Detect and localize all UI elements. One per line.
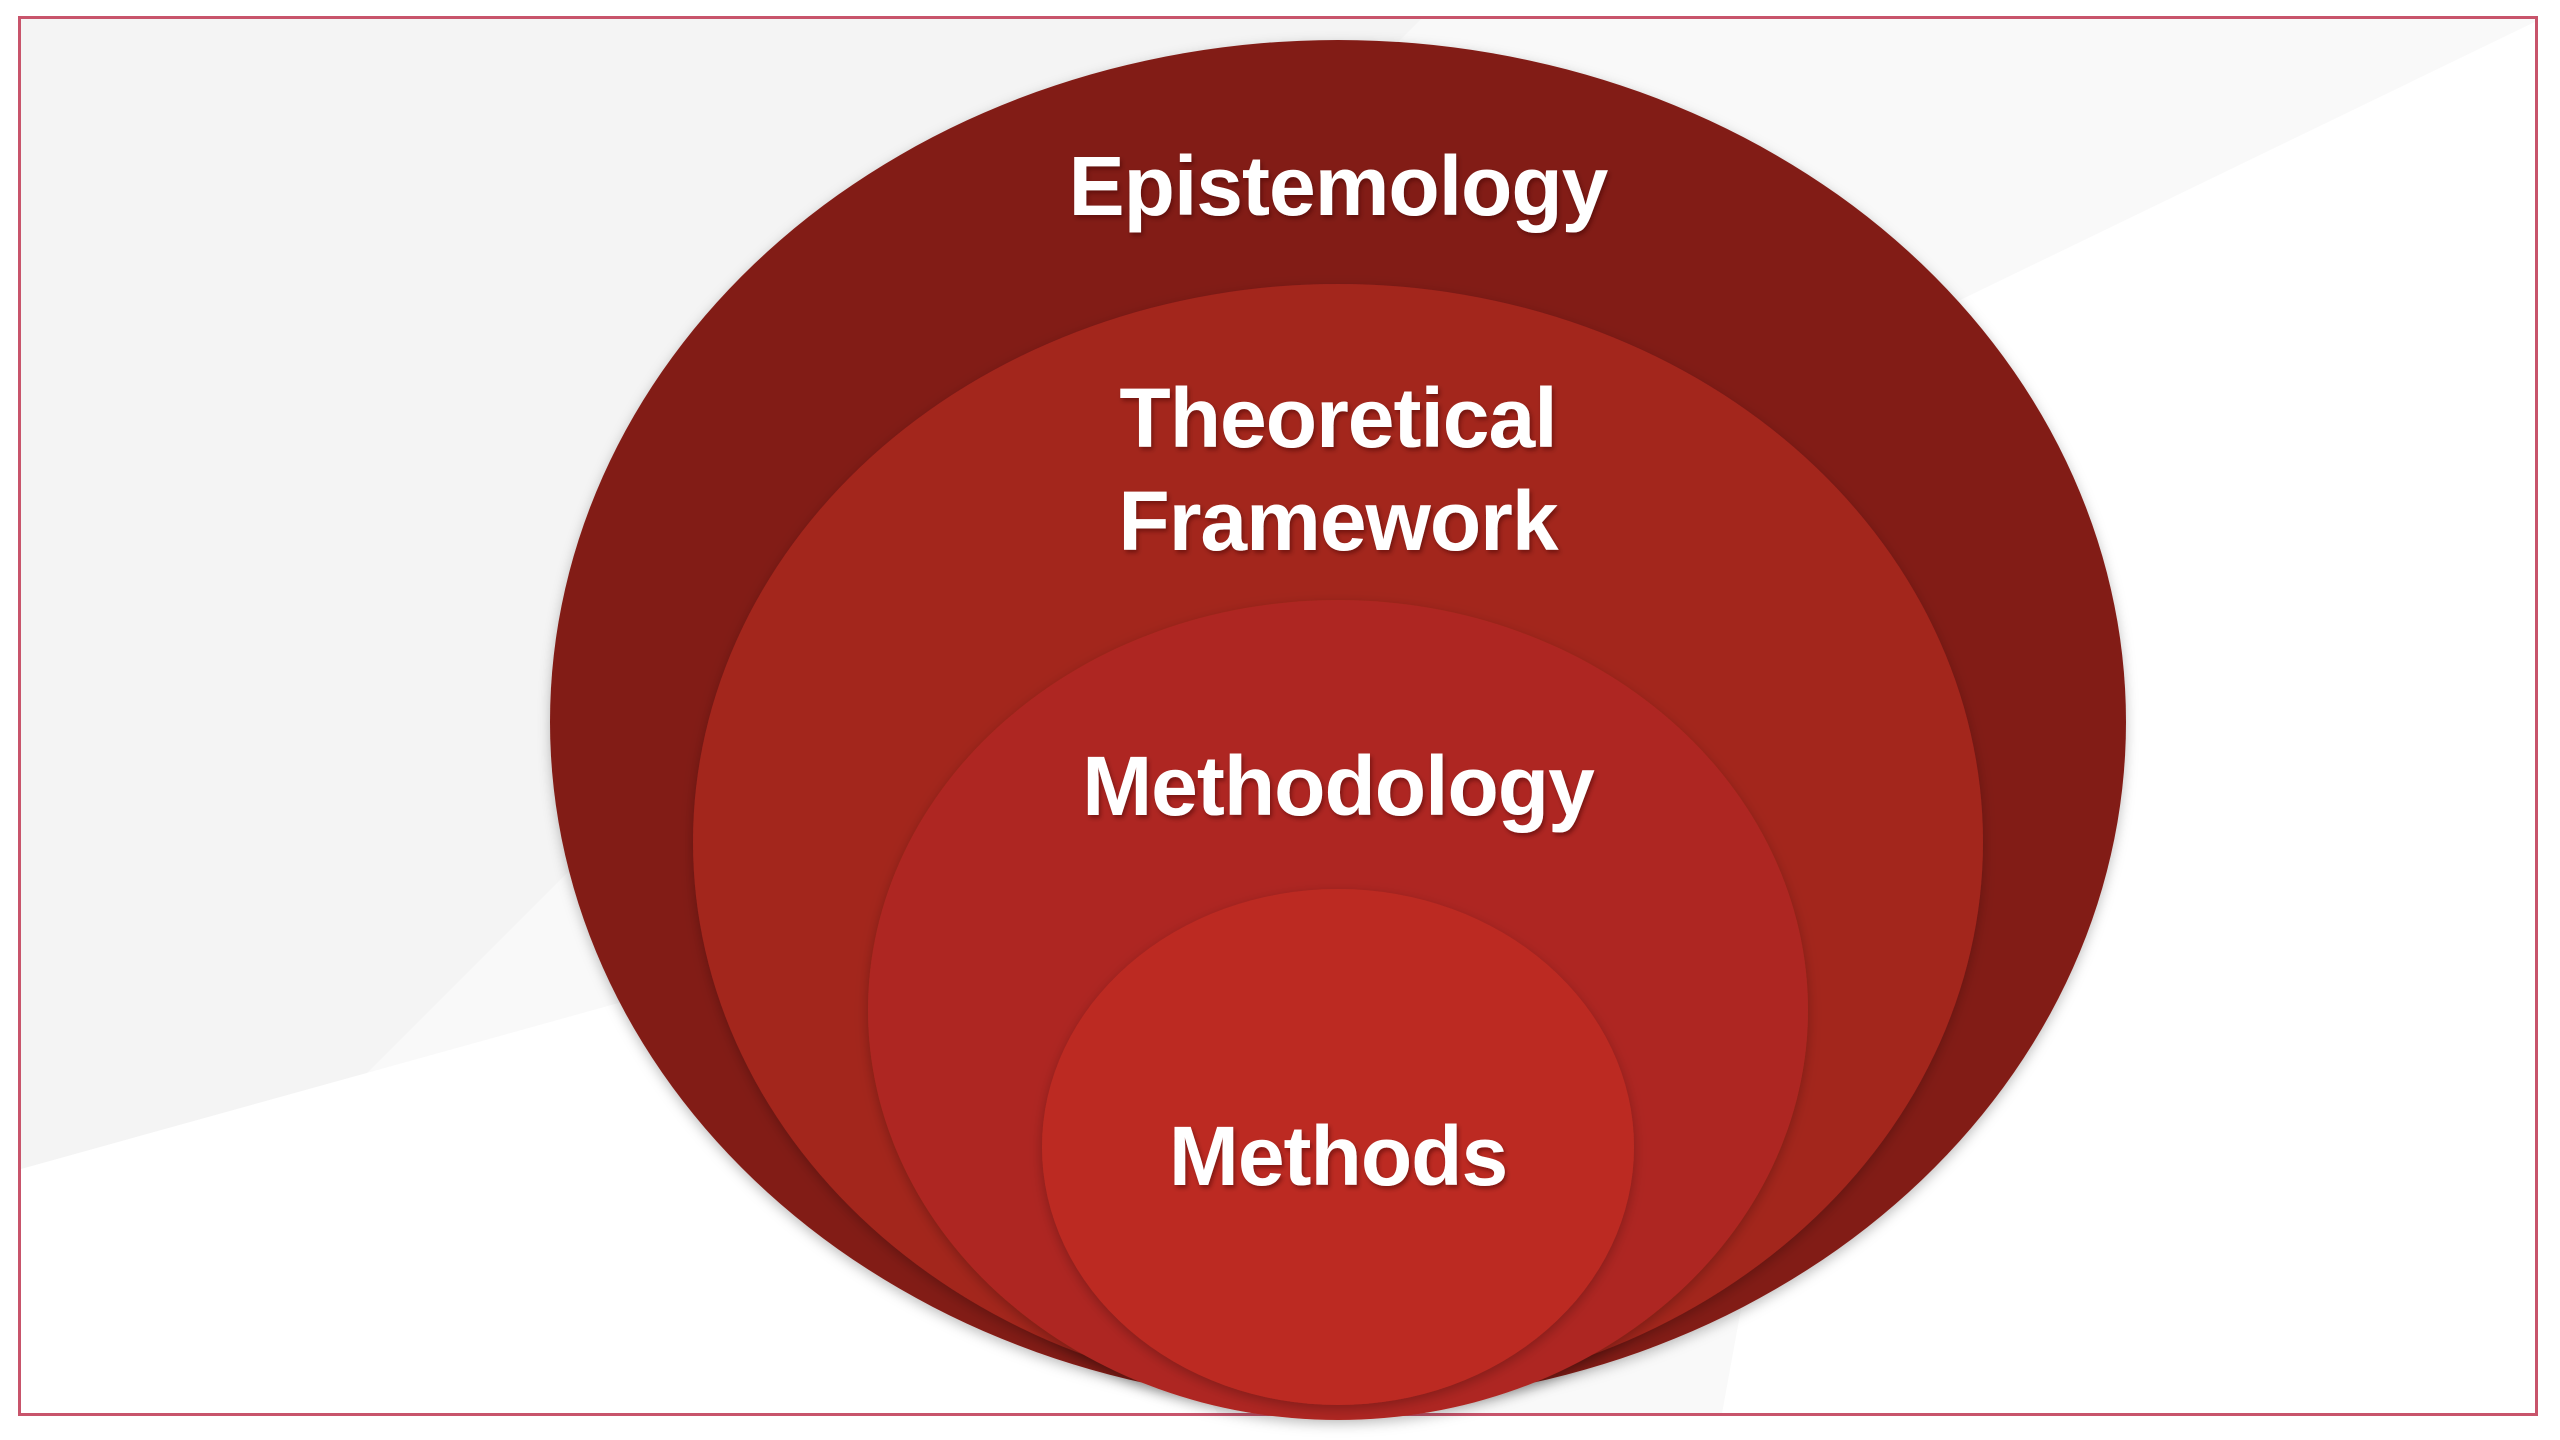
- label-methodology: Methodology: [1082, 739, 1595, 833]
- ellipse-methods: [1042, 889, 1634, 1405]
- label-methods: Methods: [1169, 1109, 1507, 1203]
- label-theoretical: Theoretical: [1119, 371, 1556, 465]
- label-framework: Framework: [1118, 474, 1558, 568]
- label-epistemology: Epistemology: [1069, 139, 1609, 233]
